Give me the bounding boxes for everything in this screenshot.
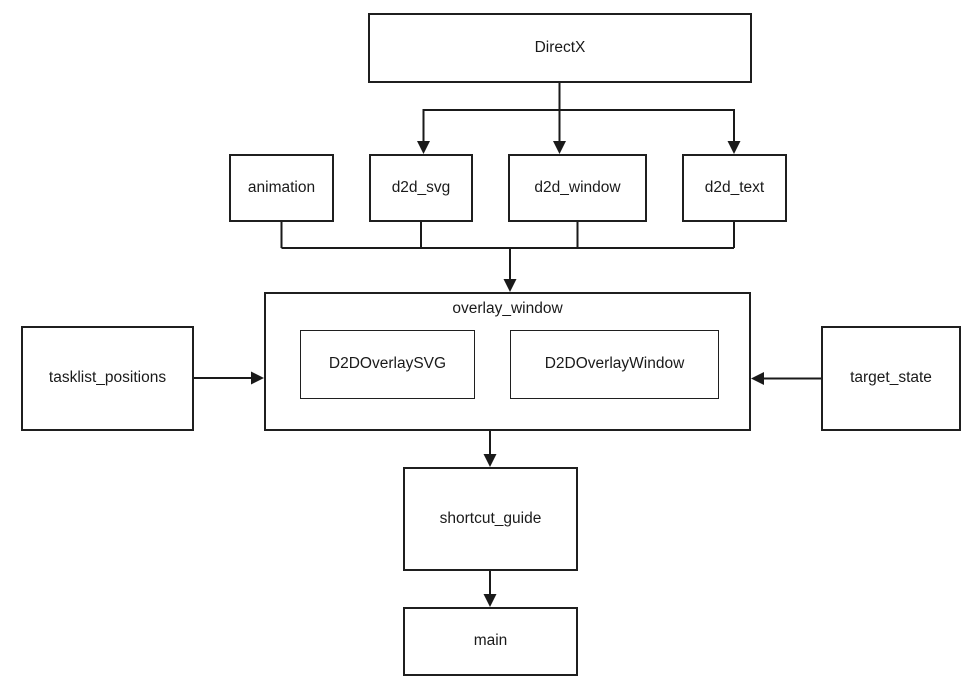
node-d2d-text: d2d_text [682,154,787,222]
node-d2d-overlay-svg-label: D2DOverlaySVG [328,355,447,373]
node-animation: animation [229,154,334,222]
node-d2d-svg: d2d_svg [369,154,473,222]
node-shortcut-guide-label: shortcut_guide [439,509,542,527]
arrowhead-overlay-right [751,372,764,385]
arrowhead-d2dsvg [417,141,430,154]
node-d2d-window-label: d2d_window [534,178,621,196]
node-d2d-overlay-window: D2DOverlayWindow [510,330,719,399]
node-d2d-text-label: d2d_text [704,178,765,196]
node-target-state: target_state [821,326,961,431]
node-d2d-svg-label: d2d_svg [391,178,451,196]
node-shortcut-guide: shortcut_guide [403,467,578,571]
node-overlay-window: overlay_window D2DOverlaySVG D2DOverlayW… [264,292,751,431]
node-main-label: main [473,632,508,650]
arrowhead-overlay-top [503,279,517,292]
arrowhead-main [483,594,497,607]
node-animation-label: animation [247,178,316,196]
arrowhead-overlay-left [251,371,264,385]
node-directx: DirectX [368,13,752,83]
node-d2d-overlay-window-label: D2DOverlayWindow [544,355,685,373]
node-target-state-label: target_state [850,369,932,387]
arrowhead-d2dtext [727,141,741,154]
node-overlay-window-label: overlay_window [452,300,563,317]
arrowhead-d2dwindow [553,141,566,154]
node-tasklist-positions-label: tasklist_positions [48,369,167,387]
arrowhead-shortcut [483,454,497,467]
node-tasklist-positions: tasklist_positions [21,326,194,431]
node-directx-label: DirectX [534,38,586,56]
node-d2d-overlay-svg: D2DOverlaySVG [300,330,475,399]
node-d2d-window: d2d_window [508,154,647,222]
node-main: main [403,607,578,676]
